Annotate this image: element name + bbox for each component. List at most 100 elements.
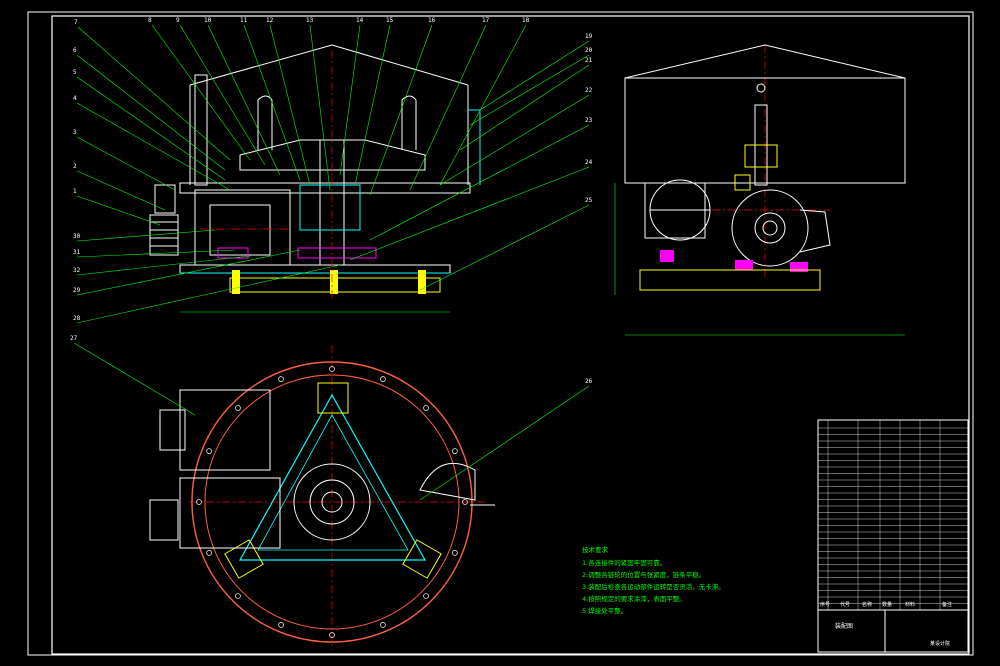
part-leader-line	[76, 255, 251, 276]
arm-pad-top	[317, 382, 349, 414]
part-callout-number: 17	[482, 17, 490, 24]
pulley-grooves	[150, 221, 178, 247]
part-callout-number: 9	[176, 17, 180, 24]
ring-bolt-hole	[462, 499, 468, 505]
bowl	[239, 139, 426, 171]
part-leader-line	[439, 24, 527, 186]
gear-box	[299, 184, 361, 231]
motor-inner	[209, 204, 271, 256]
leader-lines	[73, 24, 590, 501]
plan-motor-block	[179, 389, 271, 471]
handle-right	[401, 95, 417, 150]
side-roof	[624, 44, 906, 79]
part-callout-number: 20	[585, 47, 593, 54]
part-leader-line	[76, 264, 341, 324]
part-leader-line	[269, 24, 311, 186]
part-callout-number: 3	[73, 129, 77, 136]
notes-title: 技术要求	[582, 545, 609, 554]
drawing-name-text: 装配图	[835, 622, 853, 630]
part-callout-number: 6	[73, 47, 77, 54]
part-callout-number: 32	[73, 267, 81, 274]
part-leader-line	[243, 24, 301, 181]
title-block-frame	[817, 419, 969, 653]
arm-pad-right	[402, 539, 442, 579]
ring-bolt-hole	[196, 499, 202, 505]
title-block-header-cell: 名称	[862, 601, 872, 608]
title-block-header-cell: 序号	[820, 601, 830, 608]
front-view	[149, 44, 481, 313]
side-bracket	[744, 144, 778, 168]
front-bolts	[232, 270, 426, 294]
deck-plate	[179, 182, 471, 194]
plan-motor	[179, 477, 281, 549]
note-line: 3.装配后检查各运动部件运转是否灵活，无卡滞。	[582, 582, 725, 591]
hub-inner	[321, 491, 343, 513]
front-roof	[189, 44, 469, 86]
arm-pad-left	[224, 539, 264, 579]
ring-bolt-holes	[196, 366, 468, 638]
tank-frame	[644, 182, 706, 239]
gaskets	[217, 247, 377, 259]
plan-part-callout-number: 26	[585, 378, 593, 385]
side-gaskets	[660, 250, 808, 272]
part-callout-number: 13	[306, 17, 314, 24]
part-callout-number: 22	[585, 87, 593, 94]
side-knob	[756, 83, 766, 93]
note-line: 2.调整各链轮的位置与张紧度，链条平稳。	[582, 570, 705, 579]
ring-bolt-hole	[423, 593, 429, 599]
part-callout-number: 12	[266, 17, 274, 24]
title-block-header: 序号 代号 名称 数量 材料 备注	[820, 601, 952, 608]
handle-left	[257, 95, 273, 150]
plan-part-leader-line	[419, 385, 590, 501]
ring-bolt-hole	[329, 632, 335, 638]
part-callout-number: 23	[585, 117, 593, 124]
tri-frame	[238, 393, 427, 561]
motor-end	[799, 209, 831, 253]
part-leader-line	[439, 94, 590, 186]
part-leader-line	[151, 24, 251, 161]
title-block-header-cell: 备注	[942, 601, 952, 608]
part-callout-number: 7	[74, 19, 78, 26]
side-view	[614, 44, 906, 336]
title-block-header-cell: 材料	[905, 601, 915, 608]
plan-pulley-2	[149, 499, 179, 541]
motor-shaft-inner	[762, 220, 778, 236]
ring-bolt-hole	[278, 622, 284, 628]
part-leader-line	[469, 54, 590, 126]
part-callout-number: 28	[73, 315, 81, 322]
part-leader-line	[354, 24, 391, 186]
ring-bolt-hole	[380, 376, 386, 382]
part-leader-line	[349, 166, 590, 261]
part-callout-number: 24	[585, 159, 593, 166]
part-callout-number: 15	[386, 17, 394, 24]
part-leader-line	[76, 249, 301, 296]
part-leader-line	[179, 24, 266, 166]
part-callout-number: 21	[585, 57, 593, 64]
outer-border	[27, 11, 974, 656]
part-callout-number: 8	[148, 17, 152, 24]
ring-bolt-hole	[452, 550, 458, 556]
part-leader-line	[76, 54, 226, 171]
part-leader-line	[76, 195, 161, 226]
ring-bolt-hole	[452, 448, 458, 454]
part-callout-number: 2	[73, 163, 77, 170]
ring-bolt-hole	[329, 366, 335, 372]
title-block-header-cell: 代号	[840, 601, 850, 608]
side-base	[639, 269, 821, 291]
motor-shaft-outer	[754, 212, 786, 244]
discharge-chute	[419, 462, 476, 501]
part-leader-line	[76, 136, 176, 191]
part-callout-number: 1	[73, 188, 77, 195]
part-callout-number: 19	[585, 33, 593, 40]
plan-part-leader-line	[73, 342, 196, 416]
ring-bolt-hole	[423, 405, 429, 411]
part-callout-number: 30	[73, 233, 81, 240]
hub-outer	[293, 463, 371, 541]
title-block-header-cell: 数量	[882, 601, 892, 608]
part-leader-line	[77, 26, 231, 161]
part-leader-line	[309, 24, 331, 191]
part-callout-number: 4	[73, 95, 77, 102]
